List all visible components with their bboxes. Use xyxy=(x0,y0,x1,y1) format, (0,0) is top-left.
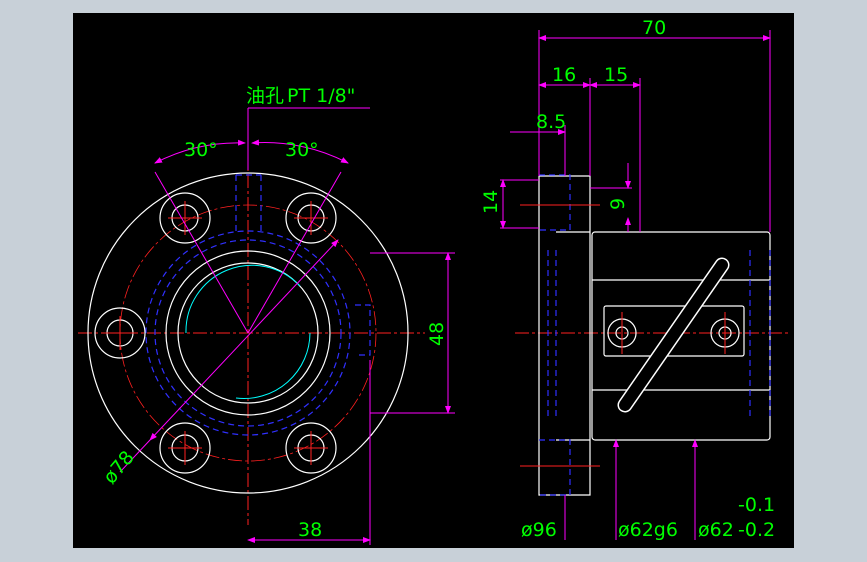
dim-15-label: 15 xyxy=(604,64,628,86)
flange-outer-circle xyxy=(87,172,409,494)
side-hidden xyxy=(539,174,771,496)
dim-70-label: 70 xyxy=(642,17,666,39)
dim-d62-label: ø62 xyxy=(698,519,734,541)
side-dims xyxy=(500,30,771,540)
dim-16-label: 16 xyxy=(552,64,576,86)
cad-drawing: 油孔 PT 1/8" 30° 30° 48 38 ø78 xyxy=(78,17,790,545)
dim-48 xyxy=(370,252,455,414)
side-view: 70 16 15 8.5 14 9 ø96 ø62g6 ø62 -0.1 -0.… xyxy=(480,17,790,541)
front-view: 油孔 PT 1/8" 30° 30° 48 38 ø78 xyxy=(78,85,455,545)
oil-hole-hidden xyxy=(235,174,262,235)
bolt-hole-ll xyxy=(159,422,211,474)
tol-upper-label: -0.1 xyxy=(738,494,775,516)
bolt-hole-lr xyxy=(285,422,337,474)
angle-right-label: 30° xyxy=(285,139,319,161)
oil-hole-leader xyxy=(247,107,370,170)
side-centerlines xyxy=(520,204,726,467)
thread-arc-2 xyxy=(235,332,311,399)
dim-48-label: 48 xyxy=(426,322,448,346)
cad-canvas[interactable]: 油孔 PT 1/8" 30° 30° 48 38 ø78 xyxy=(73,13,794,548)
dim-38-label: 38 xyxy=(298,519,322,541)
oil-hole-label: 油孔 xyxy=(246,85,284,107)
bolt-hole-ul xyxy=(159,192,211,244)
bolt-holes xyxy=(94,192,337,474)
tol-lower-label: -0.2 xyxy=(738,519,775,541)
angle-left-label: 30° xyxy=(184,139,218,161)
dim-14-label: 14 xyxy=(480,190,502,214)
dim-d96-label: ø96 xyxy=(521,519,557,541)
flange-body xyxy=(538,175,591,496)
bolt-hole-left xyxy=(94,307,146,359)
dim-9-label: 9 xyxy=(607,198,629,210)
dim-d62g6-label: ø62g6 xyxy=(618,519,678,541)
return-tube xyxy=(617,257,730,413)
oil-hole-spec: PT 1/8" xyxy=(287,85,355,107)
dim-8.5-label: 8.5 xyxy=(536,111,566,133)
side-view-texts: 70 16 15 8.5 14 9 ø96 ø62g6 ø62 -0.1 -0.… xyxy=(480,17,775,541)
bolt-hole-ur xyxy=(285,192,337,244)
dim-78-label: ø78 xyxy=(99,447,139,489)
dim-38 xyxy=(247,360,371,545)
front-view-texts: 油孔 PT 1/8" 30° 30° 48 38 ø78 xyxy=(99,85,448,541)
diameter-leader xyxy=(119,239,339,473)
